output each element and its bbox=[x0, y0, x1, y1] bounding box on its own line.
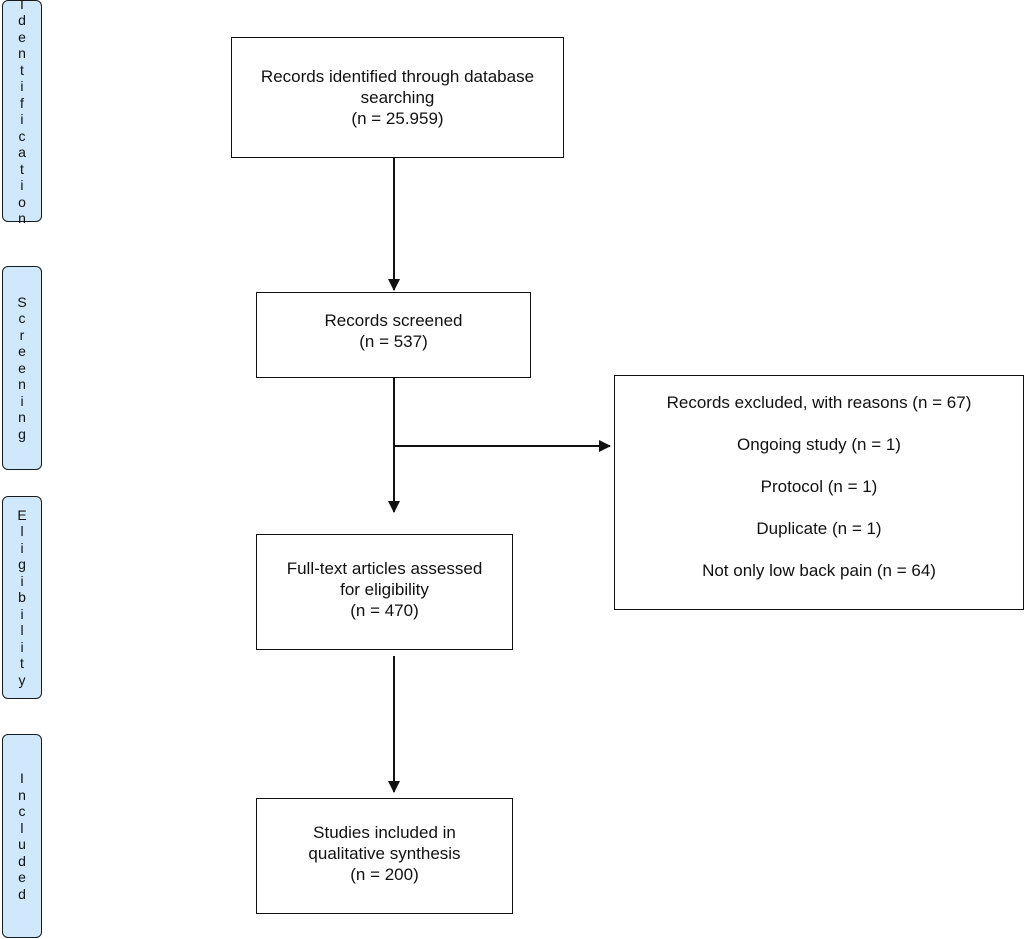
records-excluded-title: Records excluded, with reasons (n = 67) bbox=[666, 393, 972, 412]
fulltext-assessed-count: (n = 470) bbox=[350, 600, 419, 620]
studies-included-line1: Studies included in bbox=[313, 822, 456, 842]
records-identified-line2: searching bbox=[360, 88, 435, 107]
phase-eligibility: E l i g i b i l i t y bbox=[2, 496, 42, 699]
records-screened-box: Records screened (n = 537) bbox=[256, 292, 531, 378]
phase-screening: S c r e e n i n g bbox=[2, 266, 42, 470]
studies-included-line2: qualitative synthesis bbox=[308, 843, 461, 863]
studies-included-count: (n = 200) bbox=[350, 864, 419, 884]
phase-label-screening: S c r e e n i n g bbox=[17, 293, 27, 442]
records-identified-line1: Records identified through database bbox=[260, 67, 535, 86]
studies-included-box: Studies included in qualitative synthesi… bbox=[256, 798, 513, 914]
exclusion-reason: Protocol (n = 1) bbox=[760, 477, 878, 496]
fulltext-assessed-box: Full-text articles assessed for eligibil… bbox=[256, 534, 513, 650]
records-identified-count: (n = 25.959) bbox=[351, 109, 444, 128]
phase-included: I n c l u d e d bbox=[2, 734, 42, 938]
phase-label-included: I n c l u d e d bbox=[18, 770, 26, 902]
exclusion-reason: Not only low back pain (n = 64) bbox=[702, 561, 936, 580]
records-excluded-box: Records excluded, with reasons (n = 67) … bbox=[614, 375, 1024, 610]
records-screened-count: (n = 537) bbox=[359, 332, 428, 351]
exclusion-reason: Duplicate (n = 1) bbox=[756, 519, 882, 538]
records-identified-box: Records identified through database sear… bbox=[231, 37, 564, 158]
fulltext-assessed-line2: for eligibility bbox=[340, 579, 429, 599]
phase-identification: I d e n t i f i c a t i o n bbox=[2, 0, 42, 226]
exclusion-reason: Ongoing study (n = 1) bbox=[737, 435, 901, 454]
records-screened-line1: Records screened bbox=[324, 311, 463, 330]
phase-label-eligibility: E l i g i b i l i t y bbox=[17, 506, 27, 688]
phase-label-identification: I d e n t i f i c a t i o n bbox=[18, 0, 26, 226]
fulltext-assessed-line1: Full-text articles assessed bbox=[286, 558, 483, 578]
